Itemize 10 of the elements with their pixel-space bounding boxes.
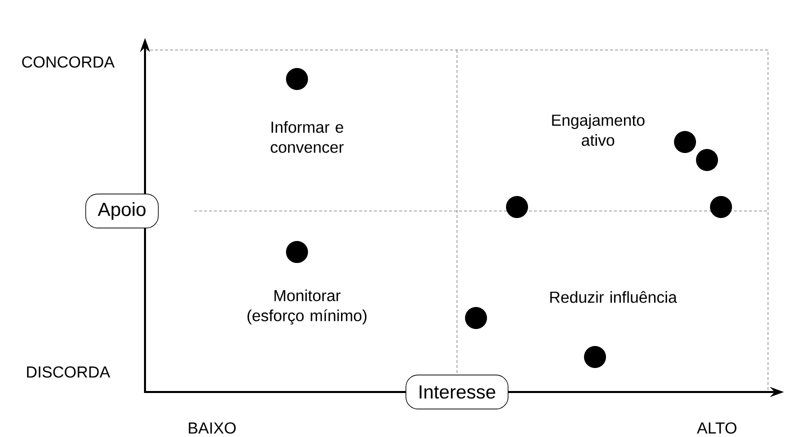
axis-label: DISCORDA	[27, 366, 110, 378]
axis-label-box: Interesse	[406, 374, 508, 410]
axis-label: CONCORDA	[22, 56, 115, 68]
quadrant-label: Monitorar (esforço mínimo)	[248, 290, 366, 324]
axis-label: ALTO	[696, 422, 736, 434]
axis-label-box: Apoio	[85, 194, 159, 228]
quadrant-label: Informar e convencer	[270, 121, 344, 153]
quadrant-label: Reduzir influência	[550, 291, 677, 303]
axis-label: BAIXO	[188, 422, 236, 434]
quadrant-label: Engajamento ativo	[552, 114, 644, 146]
